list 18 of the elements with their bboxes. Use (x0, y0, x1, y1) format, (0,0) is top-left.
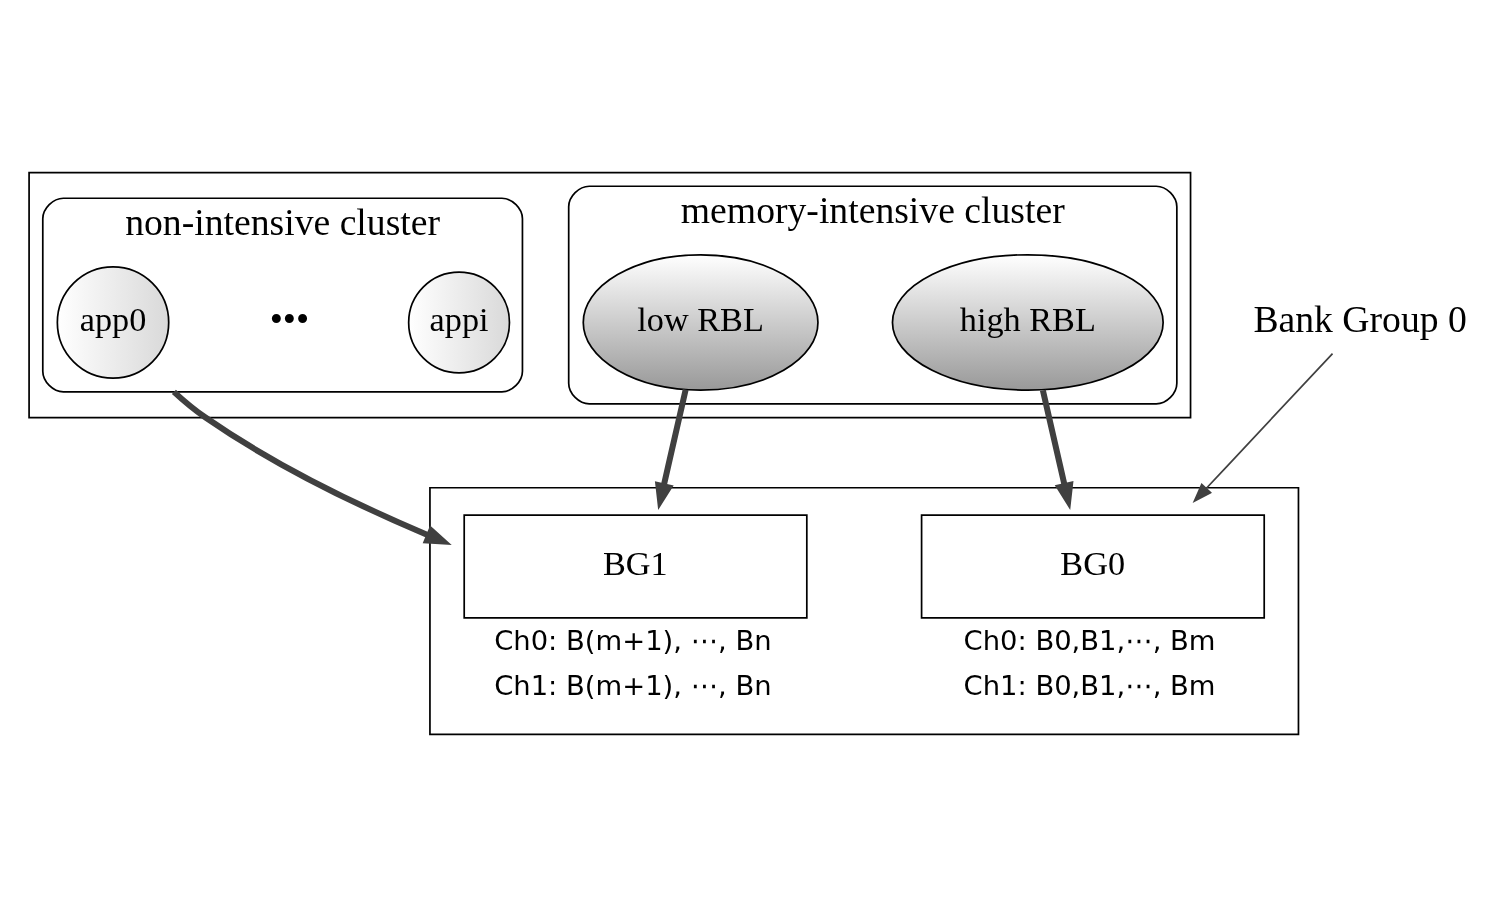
cluster (28, 171, 1192, 418)
cluster (429, 486, 1300, 735)
node-label: Ch1: B(m+1), ⋯, Bn (494, 669, 772, 701)
node-circle: app0 (56, 265, 170, 379)
node-box: BG0 (920, 513, 1266, 619)
arrow (171, 389, 452, 545)
node-circle: appi (407, 270, 511, 374)
node-ellipse: high RBL (891, 253, 1164, 391)
node-label: Ch1: B0,B1,⋯, Bm (963, 669, 1216, 701)
node-label: Ch0: B0,B1,⋯, Bm (963, 624, 1216, 656)
node-text: Bank Group 0 (1253, 297, 1467, 340)
arrow (1039, 389, 1074, 510)
node-label: Ch0: B(m+1), ⋯, Bn (494, 624, 772, 656)
node-box: BG1 (463, 513, 808, 619)
label: ••• (269, 297, 310, 340)
arrow (1192, 352, 1334, 503)
arrow (654, 388, 689, 510)
node-ellipse: low RBL (582, 253, 819, 391)
